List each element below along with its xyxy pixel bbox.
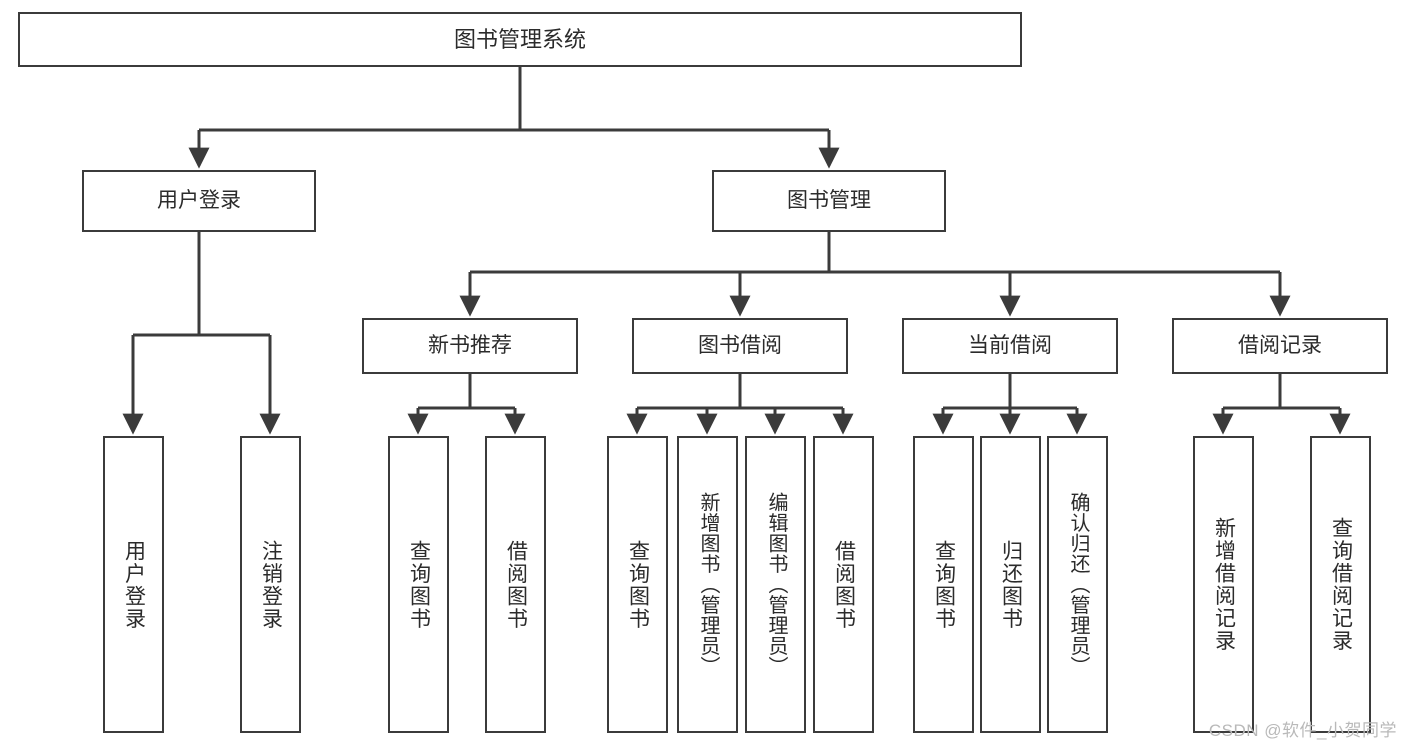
leaf-record-add-record[interactable]: 新增借阅记录	[1193, 436, 1254, 733]
csdn-watermark: CSDN @软件_小贺同学	[1208, 721, 1397, 740]
node-new-book-recommend[interactable]: 新书推荐	[362, 318, 578, 374]
node-borrow-record-label: 借阅记录	[1238, 333, 1322, 357]
node-new-book-recommend-label: 新书推荐	[428, 333, 512, 357]
node-current-borrow[interactable]: 当前借阅	[902, 318, 1118, 374]
leaf-current-query-book-label: 查询图书	[932, 539, 956, 630]
node-user-login-label: 用户登录	[157, 188, 241, 212]
node-book-management[interactable]: 图书管理	[712, 170, 946, 232]
leaf-current-query-book[interactable]: 查询图书	[913, 436, 974, 733]
leaf-user-logout[interactable]: 注销登录	[240, 436, 301, 733]
node-book-borrow[interactable]: 图书借阅	[632, 318, 848, 374]
leaf-current-return-book-label: 归还图书	[999, 539, 1023, 630]
node-root-label: 图书管理系统	[453, 26, 586, 52]
node-user-login[interactable]: 用户登录	[82, 170, 316, 232]
leaf-record-add-record-label: 新增借阅记录	[1212, 517, 1236, 652]
leaf-user-login[interactable]: 用户登录	[103, 436, 164, 733]
leaf-record-query-record-label: 查询借阅记录	[1329, 517, 1353, 652]
leaf-borrow-add-book-label: 新增图书（管理员）	[697, 492, 719, 677]
leaf-user-login-label: 用户登录	[122, 539, 146, 630]
leaf-record-query-record[interactable]: 查询借阅记录	[1310, 436, 1371, 733]
leaf-current-confirm-return[interactable]: 确认归还（管理员）	[1047, 436, 1108, 733]
leaf-recommend-borrow-book[interactable]: 借阅图书	[485, 436, 546, 733]
leaf-borrow-borrow-book[interactable]: 借阅图书	[813, 436, 874, 733]
leaf-borrow-edit-book-label: 编辑图书（管理员）	[765, 492, 787, 677]
leaf-current-confirm-return-label: 确认归还（管理员）	[1067, 492, 1089, 677]
leaf-recommend-query-book-label: 查询图书	[407, 539, 431, 630]
node-book-borrow-label: 图书借阅	[698, 333, 782, 357]
node-root-system[interactable]: 图书管理系统	[18, 12, 1022, 67]
node-book-management-label: 图书管理	[787, 188, 871, 212]
node-current-borrow-label: 当前借阅	[968, 333, 1052, 357]
leaf-borrow-edit-book[interactable]: 编辑图书（管理员）	[745, 436, 806, 733]
node-borrow-record[interactable]: 借阅记录	[1172, 318, 1388, 374]
leaf-recommend-borrow-book-label: 借阅图书	[504, 539, 528, 630]
leaf-borrow-borrow-book-label: 借阅图书	[832, 539, 856, 630]
leaf-borrow-query-book-label: 查询图书	[626, 539, 650, 630]
leaf-borrow-query-book[interactable]: 查询图书	[607, 436, 668, 733]
leaf-recommend-query-book[interactable]: 查询图书	[388, 436, 449, 733]
leaf-user-logout-label: 注销登录	[259, 539, 283, 630]
leaf-borrow-add-book[interactable]: 新增图书（管理员）	[677, 436, 738, 733]
leaf-current-return-book[interactable]: 归还图书	[980, 436, 1041, 733]
